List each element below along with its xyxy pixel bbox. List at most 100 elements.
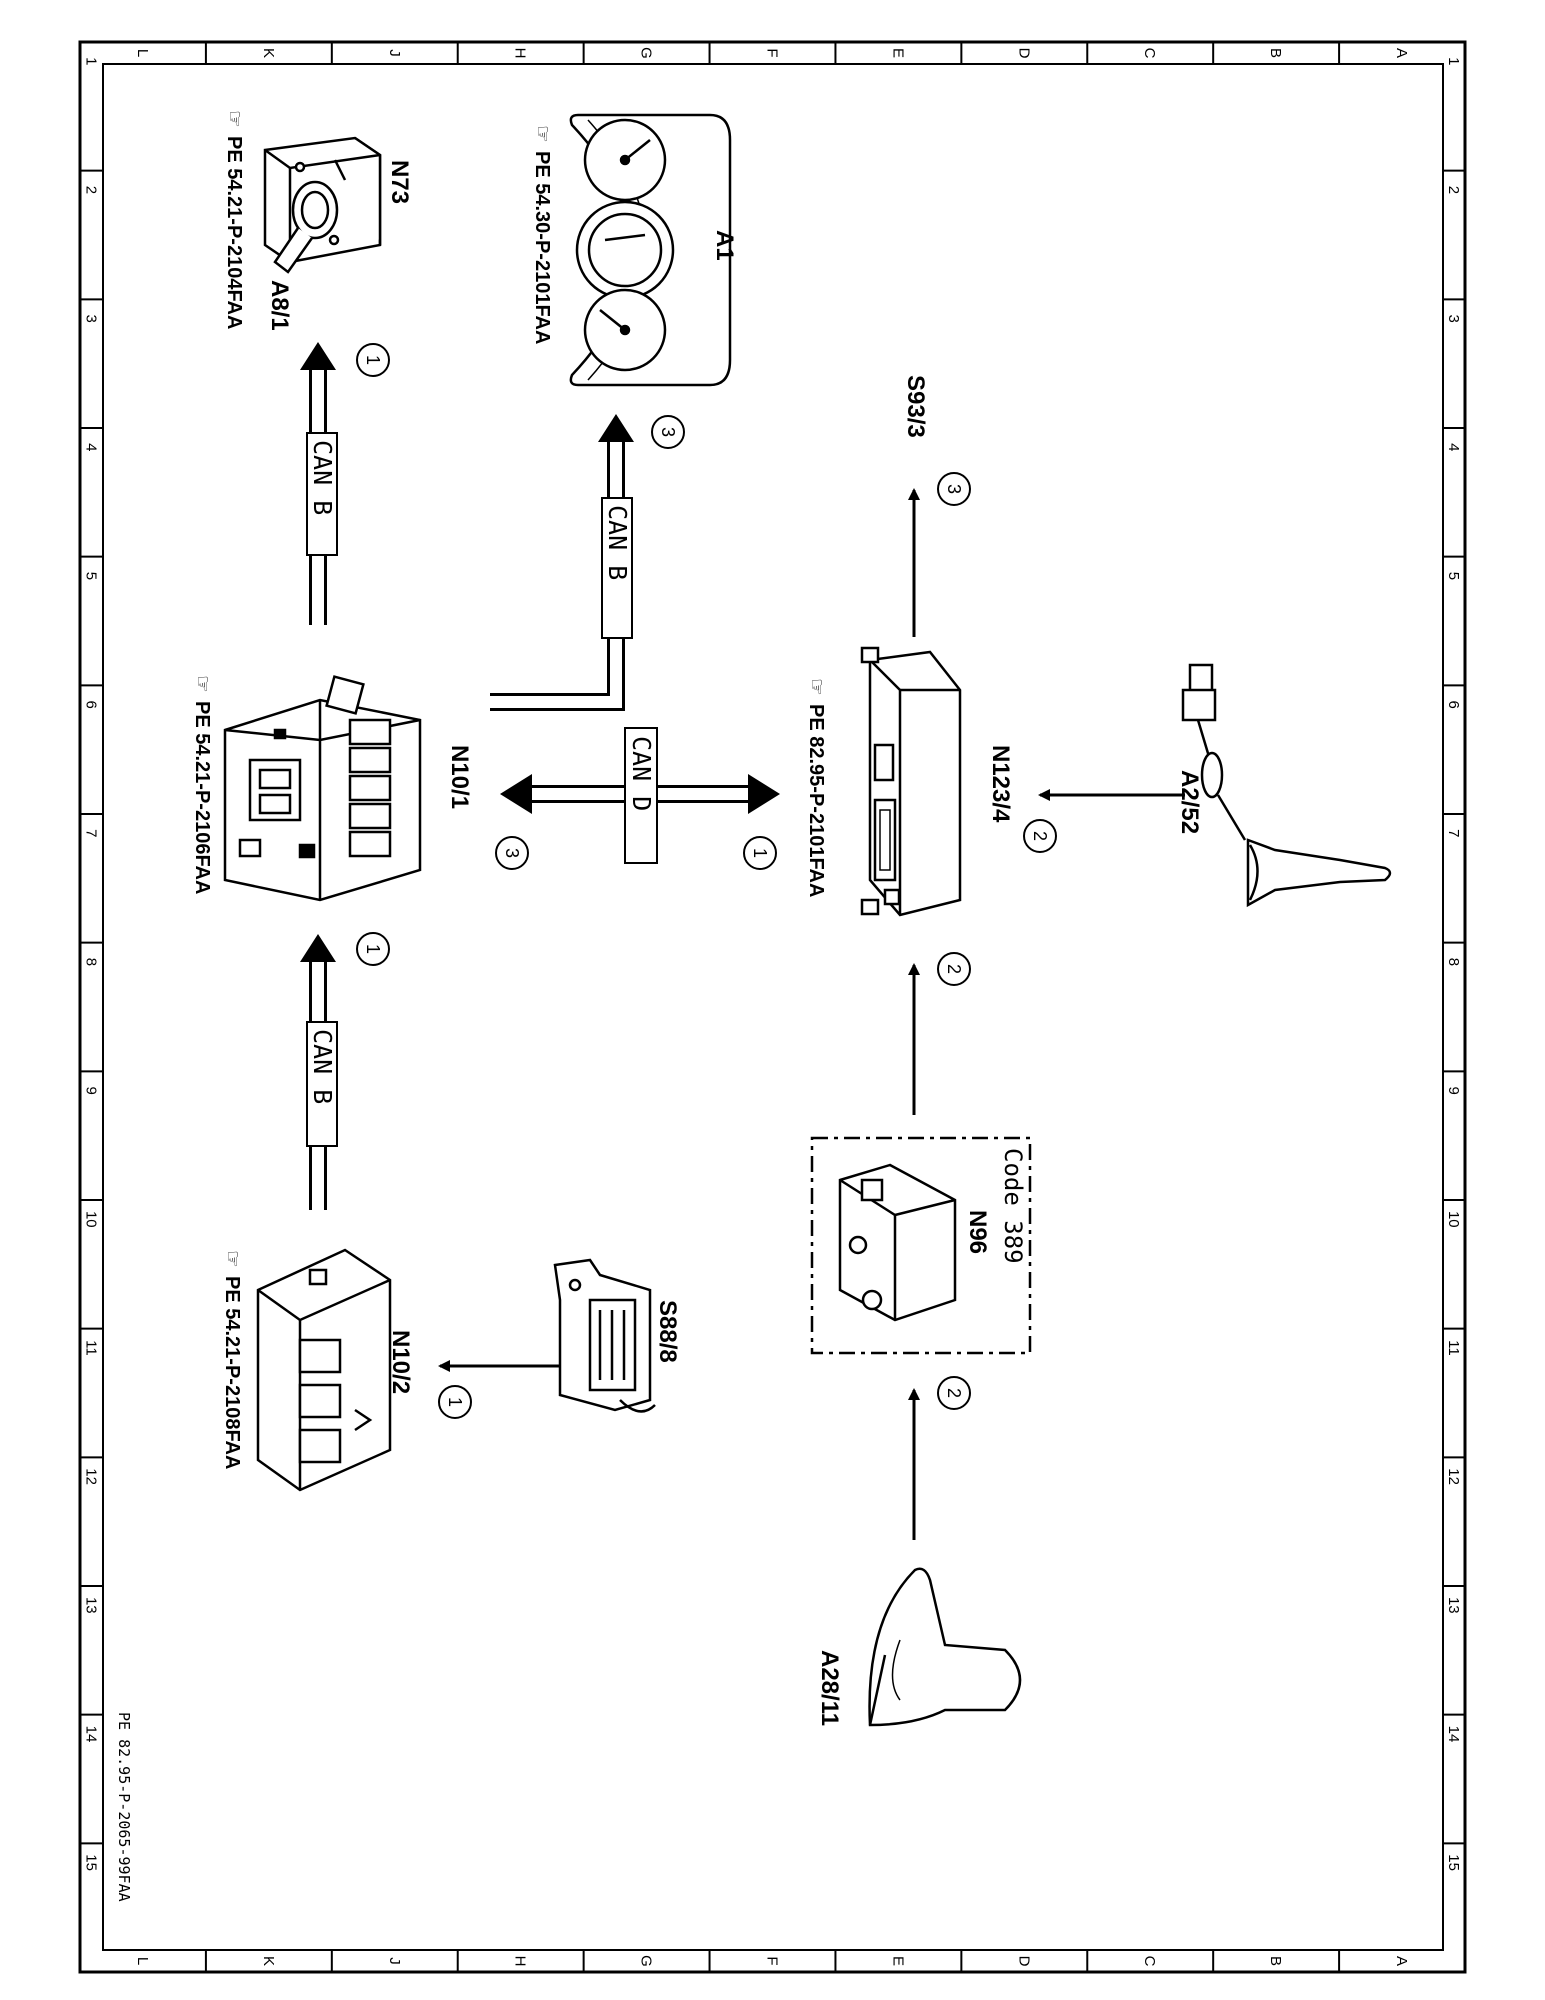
a1-labels: A1 ☞ PE 54.30-P-2101FAA (531, 125, 738, 344)
component-label-a28-11: A28/11 (816, 1650, 843, 1726)
grid-column-label: J (386, 49, 403, 57)
svg-text:PE 82.95-P-2101FAA: PE 82.95-P-2101FAA (805, 704, 827, 897)
component-label-n123-4: N123/4 (987, 745, 1014, 823)
component-label-n10-2: N10/2 (387, 1330, 414, 1394)
grid-row-label: 10 (1445, 1211, 1462, 1228)
component-label-n96: N96 (964, 1210, 991, 1254)
drawing-frame (78, 40, 1467, 1974)
component-label-a2-52: A2/52 (1176, 770, 1203, 834)
grid-row-label: 14 (1445, 1726, 1462, 1743)
grid-column-label: H (512, 48, 529, 59)
n96-labels: N96 Code 389 (964, 1148, 1027, 1264)
grid-column-label: E (889, 1956, 906, 1966)
svg-text:3: 3 (502, 848, 522, 858)
selector-knob-a28-11 (868, 1567, 1022, 1727)
svg-text:2: 2 (944, 1388, 964, 1398)
svg-text:PE 54.21-P-2106FAA: PE 54.21-P-2106FAA (191, 701, 213, 894)
grid-row-label: 12 (1445, 1468, 1462, 1485)
grid-row-label: 9 (83, 1086, 100, 1094)
antenna-a2-52 (1181, 663, 1392, 908)
grid-column-label: J (386, 1957, 403, 1965)
pointing-hand-icon: ☞ (221, 1250, 243, 1268)
svg-text:1: 1 (750, 848, 770, 858)
bus-label-can-b-a1: CAN B (601, 497, 633, 639)
grid-row-label: 13 (83, 1597, 100, 1614)
grid-row-label: 15 (83, 1854, 100, 1871)
grid-column-label: A (1393, 48, 1410, 58)
grid-column-label: B (1267, 48, 1284, 58)
component-label-a1: A1 (711, 230, 738, 261)
svg-text:3: 3 (658, 427, 678, 437)
ref-n73: ☞ PE 54.21-P-2104FAA (223, 110, 245, 329)
grid-ticks (80, 42, 1465, 1972)
ref-n10-1: ☞ PE 54.21-P-2106FAA (191, 675, 213, 894)
grid-row-label: 2 (83, 186, 100, 194)
grid-row-label: 5 (83, 572, 100, 580)
n10-1-labels: N10/1 ☞ PE 54.21-P-2106FAA (191, 675, 473, 894)
module-n96 (838, 1163, 957, 1322)
grid-row-label: 14 (83, 1726, 100, 1743)
grid-column-label: C (1141, 1956, 1158, 1967)
ref-n123-4: ☞ PE 82.95-P-2101FAA (805, 678, 827, 897)
svg-text:1: 1 (363, 355, 383, 365)
bus-labels: CAN B CAN B CAN D CAN B (306, 432, 658, 1147)
grid-column-label: G (638, 1955, 655, 1967)
ref-n10-2: ☞ PE 54.21-P-2108FAA (221, 1250, 243, 1469)
svg-text:CAN D: CAN D (627, 736, 656, 811)
grid-row-label: 11 (1445, 1340, 1462, 1356)
grid-row-label: 6 (1445, 700, 1462, 708)
grid-row-label: 9 (1445, 1086, 1462, 1094)
pointing-hand-icon: ☞ (223, 110, 245, 128)
n73-labels: N73 A8/1 ☞ PE 54.21-P-2104FAA (223, 110, 413, 331)
switch-s88-8 (553, 1258, 656, 1413)
n123-4-labels: N123/4 ☞ PE 82.95-P-2101FAA (805, 678, 1014, 897)
grid-column-label: D (1015, 1956, 1032, 1967)
grid-column-label: H (512, 1956, 529, 1967)
grid-row-label: 1 (83, 57, 100, 65)
component-label-s93-3: S93/3 (902, 375, 929, 438)
control-unit-n123-4 (860, 646, 962, 917)
pointing-hand-icon: ☞ (191, 675, 213, 693)
step-marker: 3 (651, 415, 685, 449)
pointing-hand-icon: ☞ (805, 678, 827, 696)
svg-text:1: 1 (445, 1397, 465, 1407)
step-marker: 1 (743, 836, 777, 870)
step-marker: 2 (937, 952, 971, 986)
grid-row-label: 7 (1445, 829, 1462, 837)
s88-8-labels: S88/8 (654, 1300, 681, 1363)
svg-text:2: 2 (944, 964, 964, 974)
svg-text:2: 2 (1030, 831, 1050, 841)
step-marker: 3 (495, 836, 529, 870)
svg-text:3: 3 (944, 484, 964, 494)
grid-row-label: 4 (1445, 443, 1462, 451)
grid-column-label: L (134, 1957, 151, 1965)
step-markers: 1 3 3 2 1 3 1 2 2 1 (356, 343, 1057, 1419)
bus-label-can-b-bottom: CAN B (306, 1021, 338, 1147)
svg-text:1: 1 (363, 944, 383, 954)
svg-text:CAN B: CAN B (308, 440, 337, 515)
grid-column-label: A (1393, 1956, 1410, 1966)
component-label-s88-8: S88/8 (654, 1300, 681, 1363)
grid-row-label: 3 (1445, 314, 1462, 322)
grid-column-label: K (260, 48, 277, 58)
grid-row-label: 2 (1445, 186, 1462, 194)
connections (300, 342, 1185, 1540)
grid-row-label: 4 (83, 443, 100, 451)
grid-column-label: D (1015, 48, 1032, 59)
svg-text:CAN B: CAN B (603, 505, 632, 580)
component-label-n73: N73 (386, 160, 413, 204)
step-marker: 3 (937, 472, 971, 506)
grid-row-label: 10 (83, 1211, 100, 1228)
grid-column-label: F (764, 48, 781, 57)
ref-a1: ☞ PE 54.30-P-2101FAA (531, 125, 553, 344)
grid-column-label: B (1267, 1956, 1284, 1966)
grid-column-label: E (889, 48, 906, 58)
step-marker: 1 (356, 343, 390, 377)
grid-row-label: 5 (1445, 572, 1462, 580)
grid-row-label: 11 (83, 1340, 100, 1356)
grid-column-label: G (638, 47, 655, 59)
bus-label-can-d: CAN D (624, 727, 658, 864)
grid-row-label: 13 (1445, 1597, 1462, 1614)
n10-2-labels: N10/2 ☞ PE 54.21-P-2108FAA (221, 1250, 414, 1469)
component-label-n10-1: N10/1 (446, 745, 473, 809)
